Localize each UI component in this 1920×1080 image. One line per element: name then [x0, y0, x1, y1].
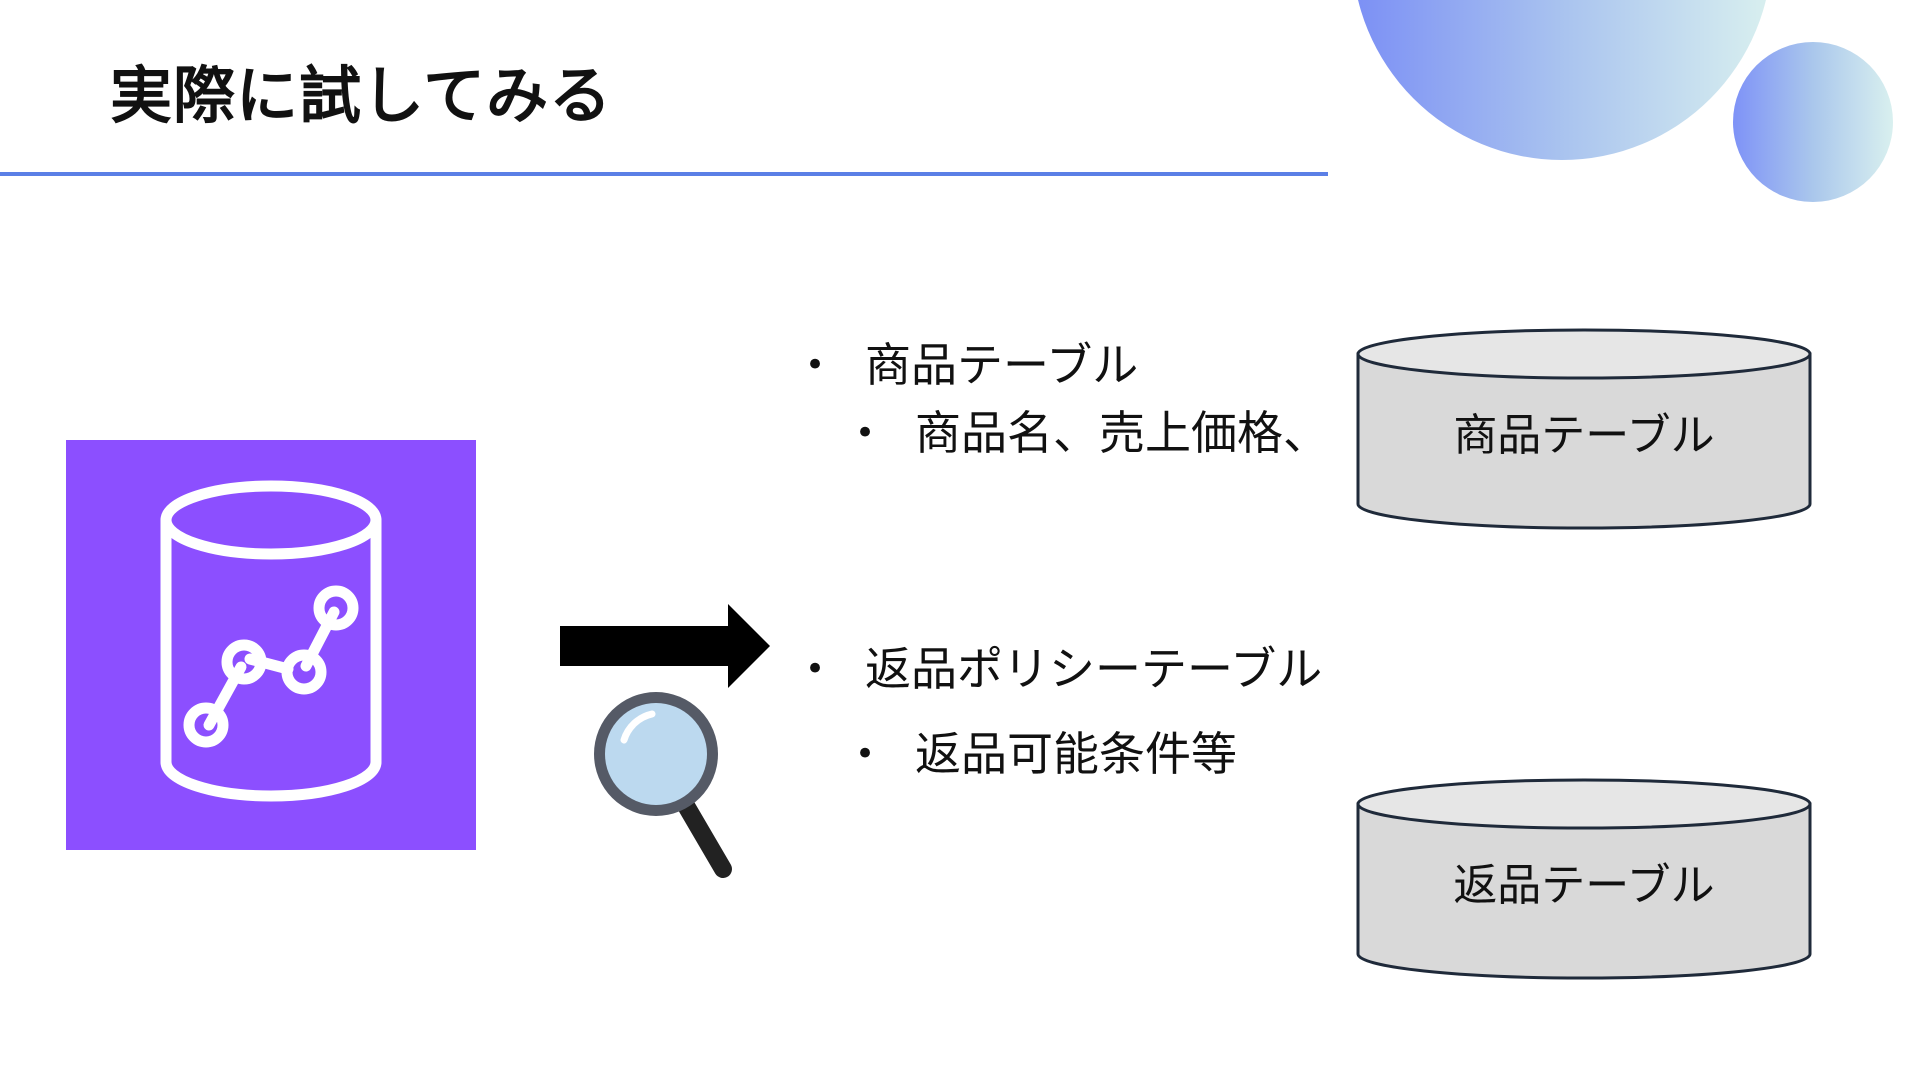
bullet-text: 商品名、売上価格、 [915, 406, 1329, 460]
magnifier-icon [590, 684, 740, 888]
title-underline [0, 172, 1328, 176]
right-arrow-icon [560, 604, 770, 692]
bullet-dot: • [805, 649, 826, 690]
product-table-cylinder: 商品テーブル [1354, 326, 1814, 534]
bullet-product-fields: • 商品名、売上価格、 [855, 406, 1329, 461]
bullet-text: 商品テーブル [865, 338, 1139, 392]
bullet-dot: • [855, 413, 876, 454]
db-label: 商品テーブル [1453, 410, 1715, 461]
returns-table-cylinder: 返品テーブル [1354, 776, 1814, 984]
bullet-dot: • [855, 734, 876, 775]
bullet-return-policy-table: • 返品ポリシーテーブル [805, 642, 1322, 697]
bullet-dot: • [805, 345, 826, 386]
decorative-circle-large [1352, 0, 1772, 160]
bullet-text: 返品ポリシーテーブル [865, 642, 1323, 696]
bullet-return-conditions: • 返品可能条件等 [855, 727, 1237, 782]
decorative-circle-small [1733, 42, 1893, 202]
db-label: 返品テーブル [1453, 860, 1715, 911]
bullet-product-table: • 商品テーブル [805, 338, 1138, 393]
bullet-text: 返品可能条件等 [915, 727, 1237, 781]
analytics-database-icon [66, 440, 476, 850]
page-title: 実際に試してみる [110, 59, 613, 132]
